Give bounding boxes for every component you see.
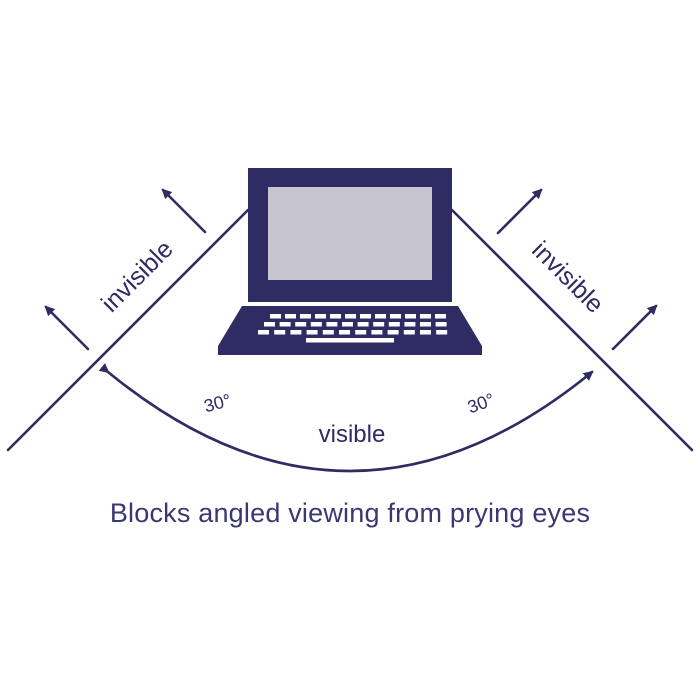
visible-label: visible [319,421,386,448]
right-upper-arrow [496,188,543,235]
keyboard-key [322,330,334,335]
left-boundary-line [6,208,250,452]
keyboard-key [300,314,311,319]
keyboard-key [373,322,385,327]
keyboard-key [360,314,371,319]
keyboard-key [339,330,350,335]
invisible-right-label: invisible [526,236,609,319]
angle-right-label: 30° [465,389,497,417]
keyboard-key [371,330,383,335]
keyboard-key [420,314,431,319]
keyboard-key [345,314,356,319]
right-boundary-line [450,208,694,452]
laptop-keyboard [258,314,448,343]
invisible-left-label: invisible [96,235,179,318]
keyboard-key [387,330,399,335]
keyboard-key [306,330,318,335]
keyboard-key [330,314,341,319]
keyboard-key [405,314,416,319]
keyboard-key [285,314,296,319]
visible-arc [98,363,594,473]
laptop-front-edge [218,346,482,355]
keyboard-key [355,330,367,335]
angle-left-label: 30° [202,390,233,416]
right-lower-arrow [611,304,658,351]
keyboard-key [435,314,446,319]
keyboard-key [342,322,353,327]
laptop-icon [218,168,482,355]
keyboard-key [290,330,302,335]
keyboard-key [420,330,431,335]
keyboard-key [270,314,281,319]
keyboard-key [326,322,338,327]
keyboard-key [295,322,307,327]
keyboard-key [420,322,431,327]
keyboard-key [436,330,448,335]
spacebar-key [306,338,394,343]
left-upper-arrow [161,188,207,234]
keyboard-key [274,330,286,335]
keyboard-key [388,322,400,327]
keyboard-key [258,330,269,335]
laptop-screen [268,187,432,280]
keyboard-key [403,330,415,335]
keyboard-key [404,322,416,327]
keyboard-key [375,314,386,319]
keyboard-key [357,322,369,327]
keyboard-key [264,322,275,327]
keyboard-key [315,314,326,319]
keyboard-key [310,322,322,327]
left-lower-arrow [44,305,90,351]
caption: Blocks angled viewing from prying eyes [109,498,591,528]
keyboard-key [390,314,401,319]
keyboard-key [435,322,447,327]
keyboard-key [279,322,291,327]
